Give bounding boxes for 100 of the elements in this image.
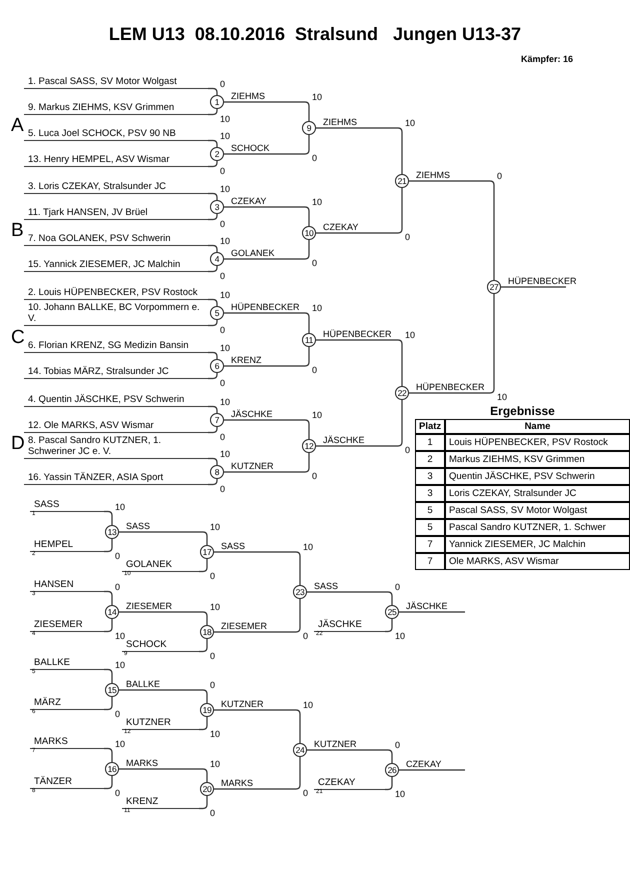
column-header: Name: [445, 419, 630, 434]
bracket-line: [199, 796, 208, 810]
score: 0: [220, 484, 226, 494]
player-name: 8. Pascal Sandro KUTZNER, 1. Schweriner JC e. V.: [27, 435, 162, 458]
score: 10: [220, 396, 230, 406]
bracket-line: [214, 709, 301, 743]
match-circle: 3: [210, 200, 224, 214]
winner-name: ZIESEMER: [221, 621, 268, 631]
bracket-line: [214, 551, 301, 585]
winner-name: SASS: [221, 541, 246, 551]
winner-name: HÜPENBECKER: [508, 276, 577, 286]
score: 10: [115, 630, 126, 640]
winner-name: KUTZNER: [221, 699, 264, 709]
name-line: [24, 76, 208, 89]
bracket-line: [224, 101, 310, 121]
name-line: [314, 777, 385, 790]
name-line: [24, 207, 208, 220]
score: 0: [210, 650, 216, 660]
bracket-line: [208, 244, 218, 252]
bracket-line: [224, 453, 310, 473]
bracket-line: [208, 140, 218, 147]
name-line: [24, 420, 208, 433]
table-title: Ergebnisse: [490, 404, 555, 418]
bracket-line: [224, 240, 310, 260]
name-line: [314, 619, 385, 632]
player-name: SCHOCK: [125, 639, 167, 650]
match-circle: 8: [210, 465, 224, 479]
bracket-line: [119, 689, 208, 703]
player-name: 13. Henry HEMPEL, ASV Wismar: [27, 154, 170, 166]
title: LEM U13 08.10.2016 Stralsund Jungen U13-37: [108, 24, 522, 45]
name-line: [24, 154, 208, 167]
bracket-line: [119, 768, 208, 782]
score: 0: [220, 378, 226, 388]
name-line: [30, 736, 104, 749]
bracket-line: [208, 352, 218, 359]
match-circle: 2: [210, 147, 224, 161]
bracket-line: [316, 188, 403, 234]
winner-name: KUTZNER: [231, 461, 274, 471]
score: 10: [210, 728, 220, 738]
score: 10: [405, 118, 416, 128]
player-name: GOLANEK: [125, 559, 172, 570]
match-circle: 10: [302, 226, 316, 240]
name-line: [24, 102, 208, 115]
player-name: 11. Tjark HANSEN, JV Brüel: [27, 207, 148, 219]
player-name: 16. Yassin TÄNZER, ASIA Sport: [27, 472, 164, 484]
player-name: 15. Yannick ZIESEMER, JC Malchin: [27, 259, 180, 271]
bracket-line: [307, 591, 393, 605]
name-line: [30, 499, 104, 512]
player-name: TÄNZER: [33, 776, 72, 788]
score: 10: [210, 602, 220, 612]
table-cell: Louis HÜPENBECKER, PSV Rostock: [445, 434, 630, 451]
score: 10: [220, 114, 230, 124]
score: 0: [405, 445, 410, 455]
winner-name: ZIEHMS: [231, 91, 266, 101]
score: 0: [220, 270, 226, 280]
score: 0: [220, 432, 226, 442]
player-name: KRENZ: [125, 796, 158, 808]
name-line: [24, 366, 208, 379]
match-circle: 12: [302, 439, 316, 453]
score: 10: [220, 342, 230, 352]
winner-name: CZEKAY: [231, 196, 266, 206]
bracket-line: [208, 406, 218, 413]
score: 10: [395, 630, 406, 640]
match-circle: 14: [105, 605, 119, 619]
table-cell: Markus ZIEHMS, KSV Grimmen: [445, 451, 630, 468]
score: 10: [312, 92, 322, 102]
name-line: [24, 259, 208, 272]
winner-name: SASS: [126, 521, 150, 531]
bracket-line: [208, 214, 218, 220]
score: 10: [395, 788, 406, 798]
match-circle: 22: [395, 386, 409, 400]
bracket-line: [104, 619, 113, 632]
bracket-line: [214, 599, 301, 633]
player-name: 1. Pascal SASS, SV Motor Wolgast: [27, 76, 177, 88]
score: 10: [220, 236, 230, 246]
player-name: 3. Loris CZEKAY, Stralsunder JC: [27, 181, 166, 193]
player-name: HEMPEL: [33, 539, 74, 550]
score: 0: [220, 218, 226, 228]
score: 10: [220, 448, 230, 458]
score: 0: [395, 582, 400, 592]
table-cell: Quentin JÄSCHKE, PSV Schwerin: [445, 468, 630, 485]
score: 0: [395, 740, 400, 750]
bracket-line: [208, 88, 218, 95]
name-line: [30, 619, 104, 632]
bracket-line: [208, 479, 218, 486]
winner-name: JÄSCHKE: [231, 409, 273, 419]
bracket-line: [224, 312, 310, 333]
player-name: 2. Louis HÜPENBECKER, PSV Rostock: [27, 287, 198, 299]
match-circle: 27: [487, 280, 501, 294]
table-cell: 2: [415, 451, 445, 468]
bracket-line: [199, 639, 208, 652]
score: 0: [303, 631, 308, 641]
bracket-line: [214, 757, 301, 790]
bracket-line: [104, 776, 113, 790]
score: 0: [220, 166, 226, 176]
bracket-line: [208, 373, 218, 380]
name-line: [122, 559, 199, 572]
bracket-line: [208, 266, 218, 272]
winner-name: ZIEHMS: [323, 117, 358, 127]
score: 10: [303, 700, 314, 710]
